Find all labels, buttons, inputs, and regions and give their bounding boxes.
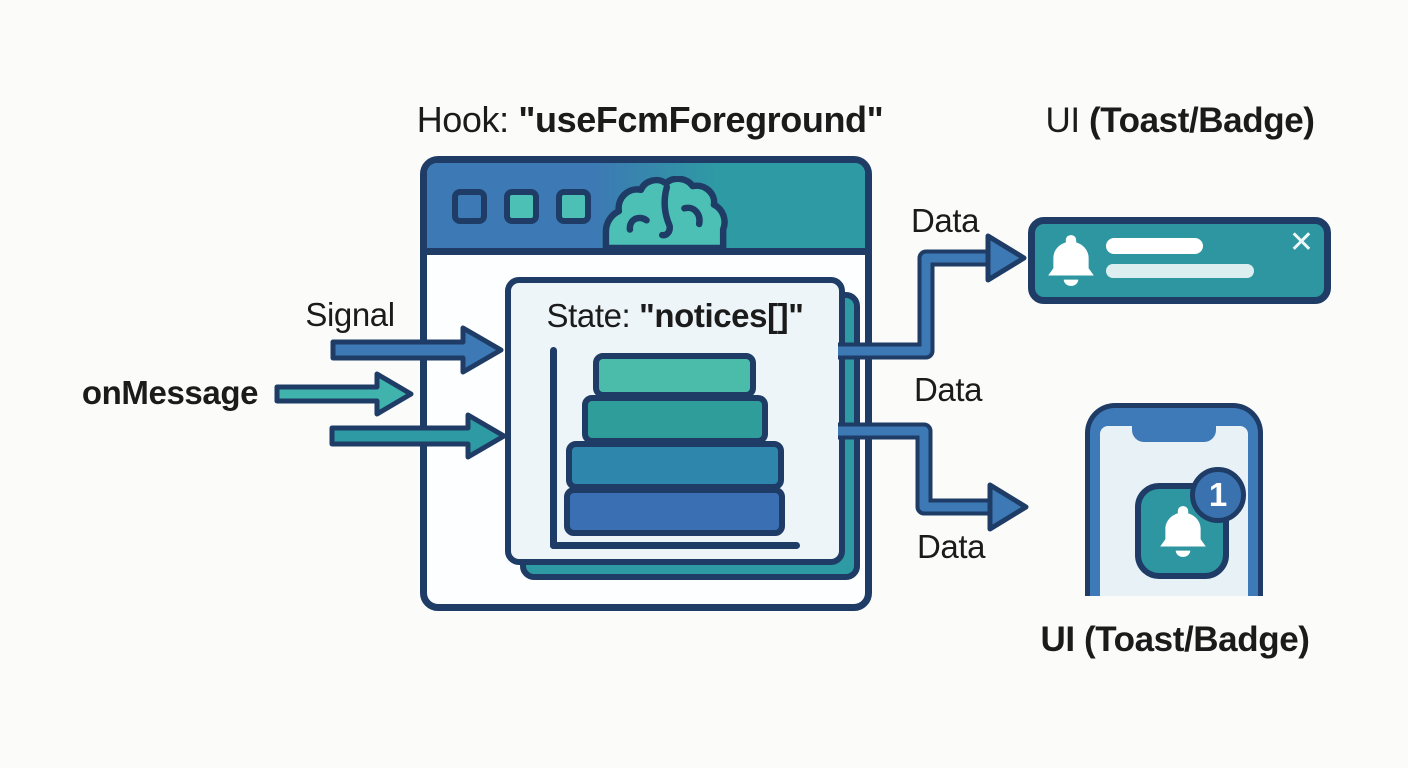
notice-stack-bar-4: [564, 487, 785, 536]
close-icon[interactable]: ✕: [1288, 226, 1314, 259]
notice-stack-bar-3: [566, 441, 784, 490]
hook-title: Hook: "useFcmForeground": [340, 99, 960, 141]
bell-icon: [1160, 506, 1206, 557]
ui-title-top-prefix: UI: [1045, 101, 1089, 140]
state-title: State: "notices[]": [511, 297, 839, 335]
ui-title-bottom: UI (Toast/Badge): [1040, 620, 1310, 659]
stack-axis-vertical: [550, 347, 557, 549]
data-label-middle: Data: [913, 371, 983, 408]
state-card: State: "notices[]": [505, 277, 845, 565]
window-header: [427, 163, 865, 255]
hook-title-name: "useFcmForeground": [518, 99, 884, 140]
ui-title-top-bold: (Toast/Badge): [1088, 101, 1315, 140]
onmessage-arrow: [274, 371, 414, 417]
signal-label: Signal: [305, 296, 395, 333]
phone-frame: 1: [1085, 403, 1263, 596]
notification-app-icon[interactable]: [1135, 483, 1229, 579]
toast-text-line-2: [1106, 264, 1254, 278]
toast-text-line-1: [1106, 238, 1203, 254]
data-label-badge: Data: [916, 528, 986, 565]
onmessage-label: onMessage: [81, 374, 259, 411]
phone-screen: 1: [1100, 426, 1248, 596]
window-control-square-3[interactable]: [556, 189, 591, 224]
ui-title-top: UI (Toast/Badge): [1020, 101, 1340, 141]
toast-notification: ✕: [1028, 217, 1331, 304]
phone-notch: [1132, 424, 1216, 442]
brain-icon: [602, 176, 728, 248]
window-control-square-1[interactable]: [452, 189, 487, 224]
state-title-prefix: State:: [546, 297, 640, 334]
window-control-square-2[interactable]: [504, 189, 539, 224]
notification-badge: 1: [1190, 467, 1246, 523]
stack-axis-horizontal: [550, 542, 800, 549]
bell-icon: [1048, 235, 1094, 286]
notice-stack-bar-1: [593, 353, 756, 398]
hook-title-prefix: Hook:: [416, 99, 519, 140]
state-title-name: "notices[]": [639, 297, 804, 334]
notice-stack-bar-2: [582, 395, 768, 444]
data-label-toast: Data: [910, 202, 980, 239]
